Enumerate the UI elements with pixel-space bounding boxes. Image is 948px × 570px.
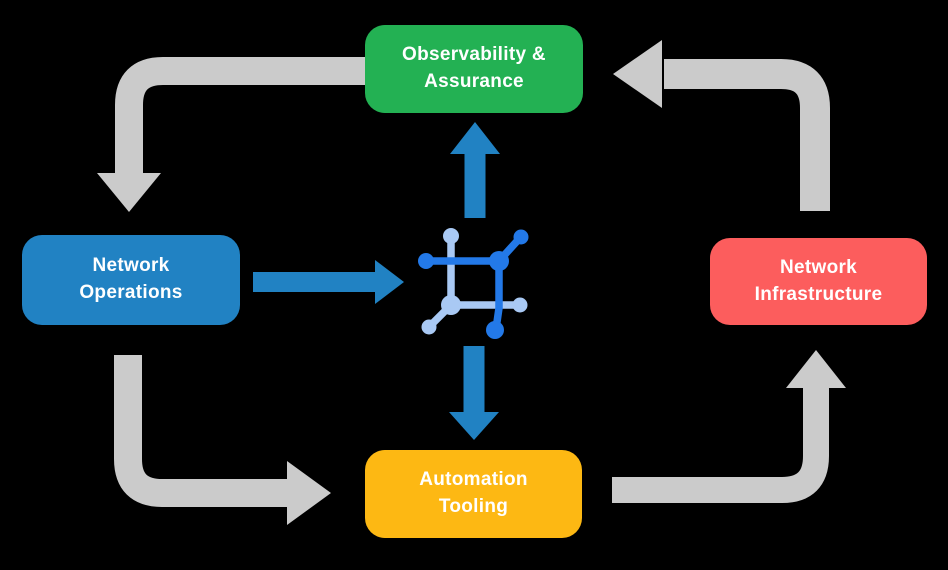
network-mesh-icon [418, 228, 529, 339]
arrow-shaft [115, 57, 365, 176]
arrow-shaft [664, 59, 830, 211]
icon-node [489, 251, 509, 271]
flow-arrow-center-to-automation [449, 346, 499, 440]
node-network-operations: Network Operations [22, 235, 240, 325]
cycle-arrow-observability-to-operations [97, 57, 365, 212]
arrow-head [449, 412, 499, 440]
node-label-line: Assurance [424, 71, 524, 92]
node-label-line: Tooling [438, 496, 509, 517]
node-label-line: Observability & [402, 44, 546, 66]
node-observability-assurance: Observability & Assurance [365, 25, 583, 113]
flow-arrow-center-to-observability [450, 122, 500, 218]
node-network-infrastructure: Network Infrastructure [710, 238, 927, 325]
icon-node [441, 295, 461, 315]
node-label-line: Infrastructure [754, 283, 883, 305]
arrow-head [450, 122, 500, 154]
icon-node [443, 228, 459, 244]
arrow-head [287, 461, 331, 525]
node-automation-tooling: Automation Tooling [365, 450, 582, 538]
node-label-line: Network [779, 256, 858, 278]
node-label-line: Network [92, 255, 170, 277]
node-label-line: Automation [419, 469, 528, 491]
arrow-head [375, 260, 404, 304]
icon-bright-frame [422, 257, 503, 333]
icon-node [512, 297, 528, 313]
arrow-head [97, 173, 161, 212]
icon-node [486, 321, 504, 339]
arrow-shaft [612, 386, 829, 503]
cycle-arrow-automation-to-infrastructure [612, 350, 846, 503]
node-label-line: Operations [79, 282, 183, 303]
icon-node [513, 229, 529, 245]
icon-node [418, 253, 434, 269]
cycle-arrow-infrastructure-to-observability [613, 40, 830, 211]
flow-arrow-operations-to-center [253, 260, 404, 304]
arrow-head [786, 350, 846, 388]
cycle-arrow-operations-to-automation [114, 355, 331, 525]
icon-node [421, 319, 437, 335]
arrow-head [613, 40, 662, 108]
arrow-shaft [114, 355, 289, 507]
